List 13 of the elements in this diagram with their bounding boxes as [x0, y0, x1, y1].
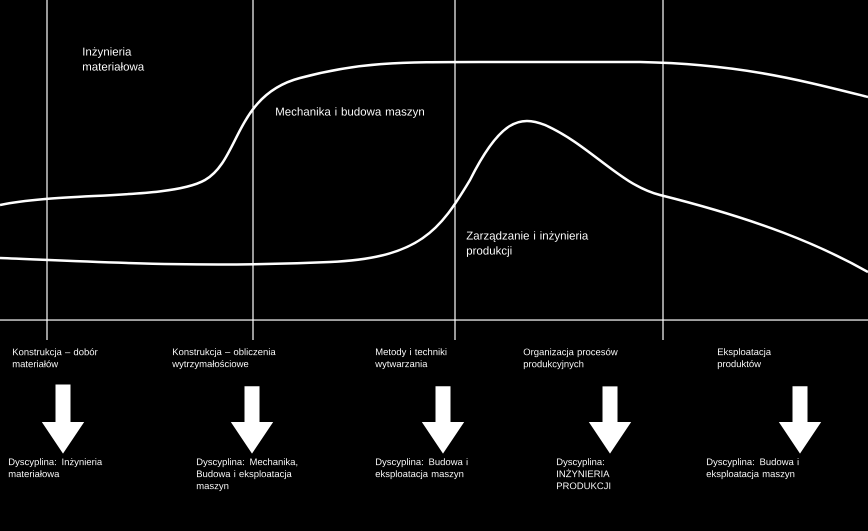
discipline-label: Dyscyplina: INŻYNIERIA PRODUKCJI — [557, 458, 610, 490]
stage-label: Organizacja procesów produkcyjnych — [524, 348, 618, 370]
stage-label: Eksploatacja produktów — [718, 348, 772, 370]
discipline-label: Dyscyplina: Mechanika, Budowa i eksploatacja maszyn — [196, 458, 298, 492]
discipline-label: Dyscyplina: Budowa i eksploatacja maszyn — [706, 458, 798, 480]
discipline-label: Dyscyplina: Inżynieria materiałowa — [8, 458, 102, 478]
stage-label: Metody i techniki wytwarzania — [375, 348, 446, 370]
stage-label: Konstrukcja – obliczenia wytrzymałościowe — [172, 348, 276, 370]
curve-label: Mechanika i budowa maszyn — [276, 107, 424, 118]
curve-label: Zarządzanie i inżynieria produkcji — [466, 231, 588, 257]
stage-label: Konstrukcja – dobór materiałów — [12, 348, 98, 368]
curve-label: Inżynieria materiałowa — [82, 47, 144, 71]
discipline-label: Dyscyplina: Budowa i eksploatacja maszyn — [376, 458, 468, 480]
